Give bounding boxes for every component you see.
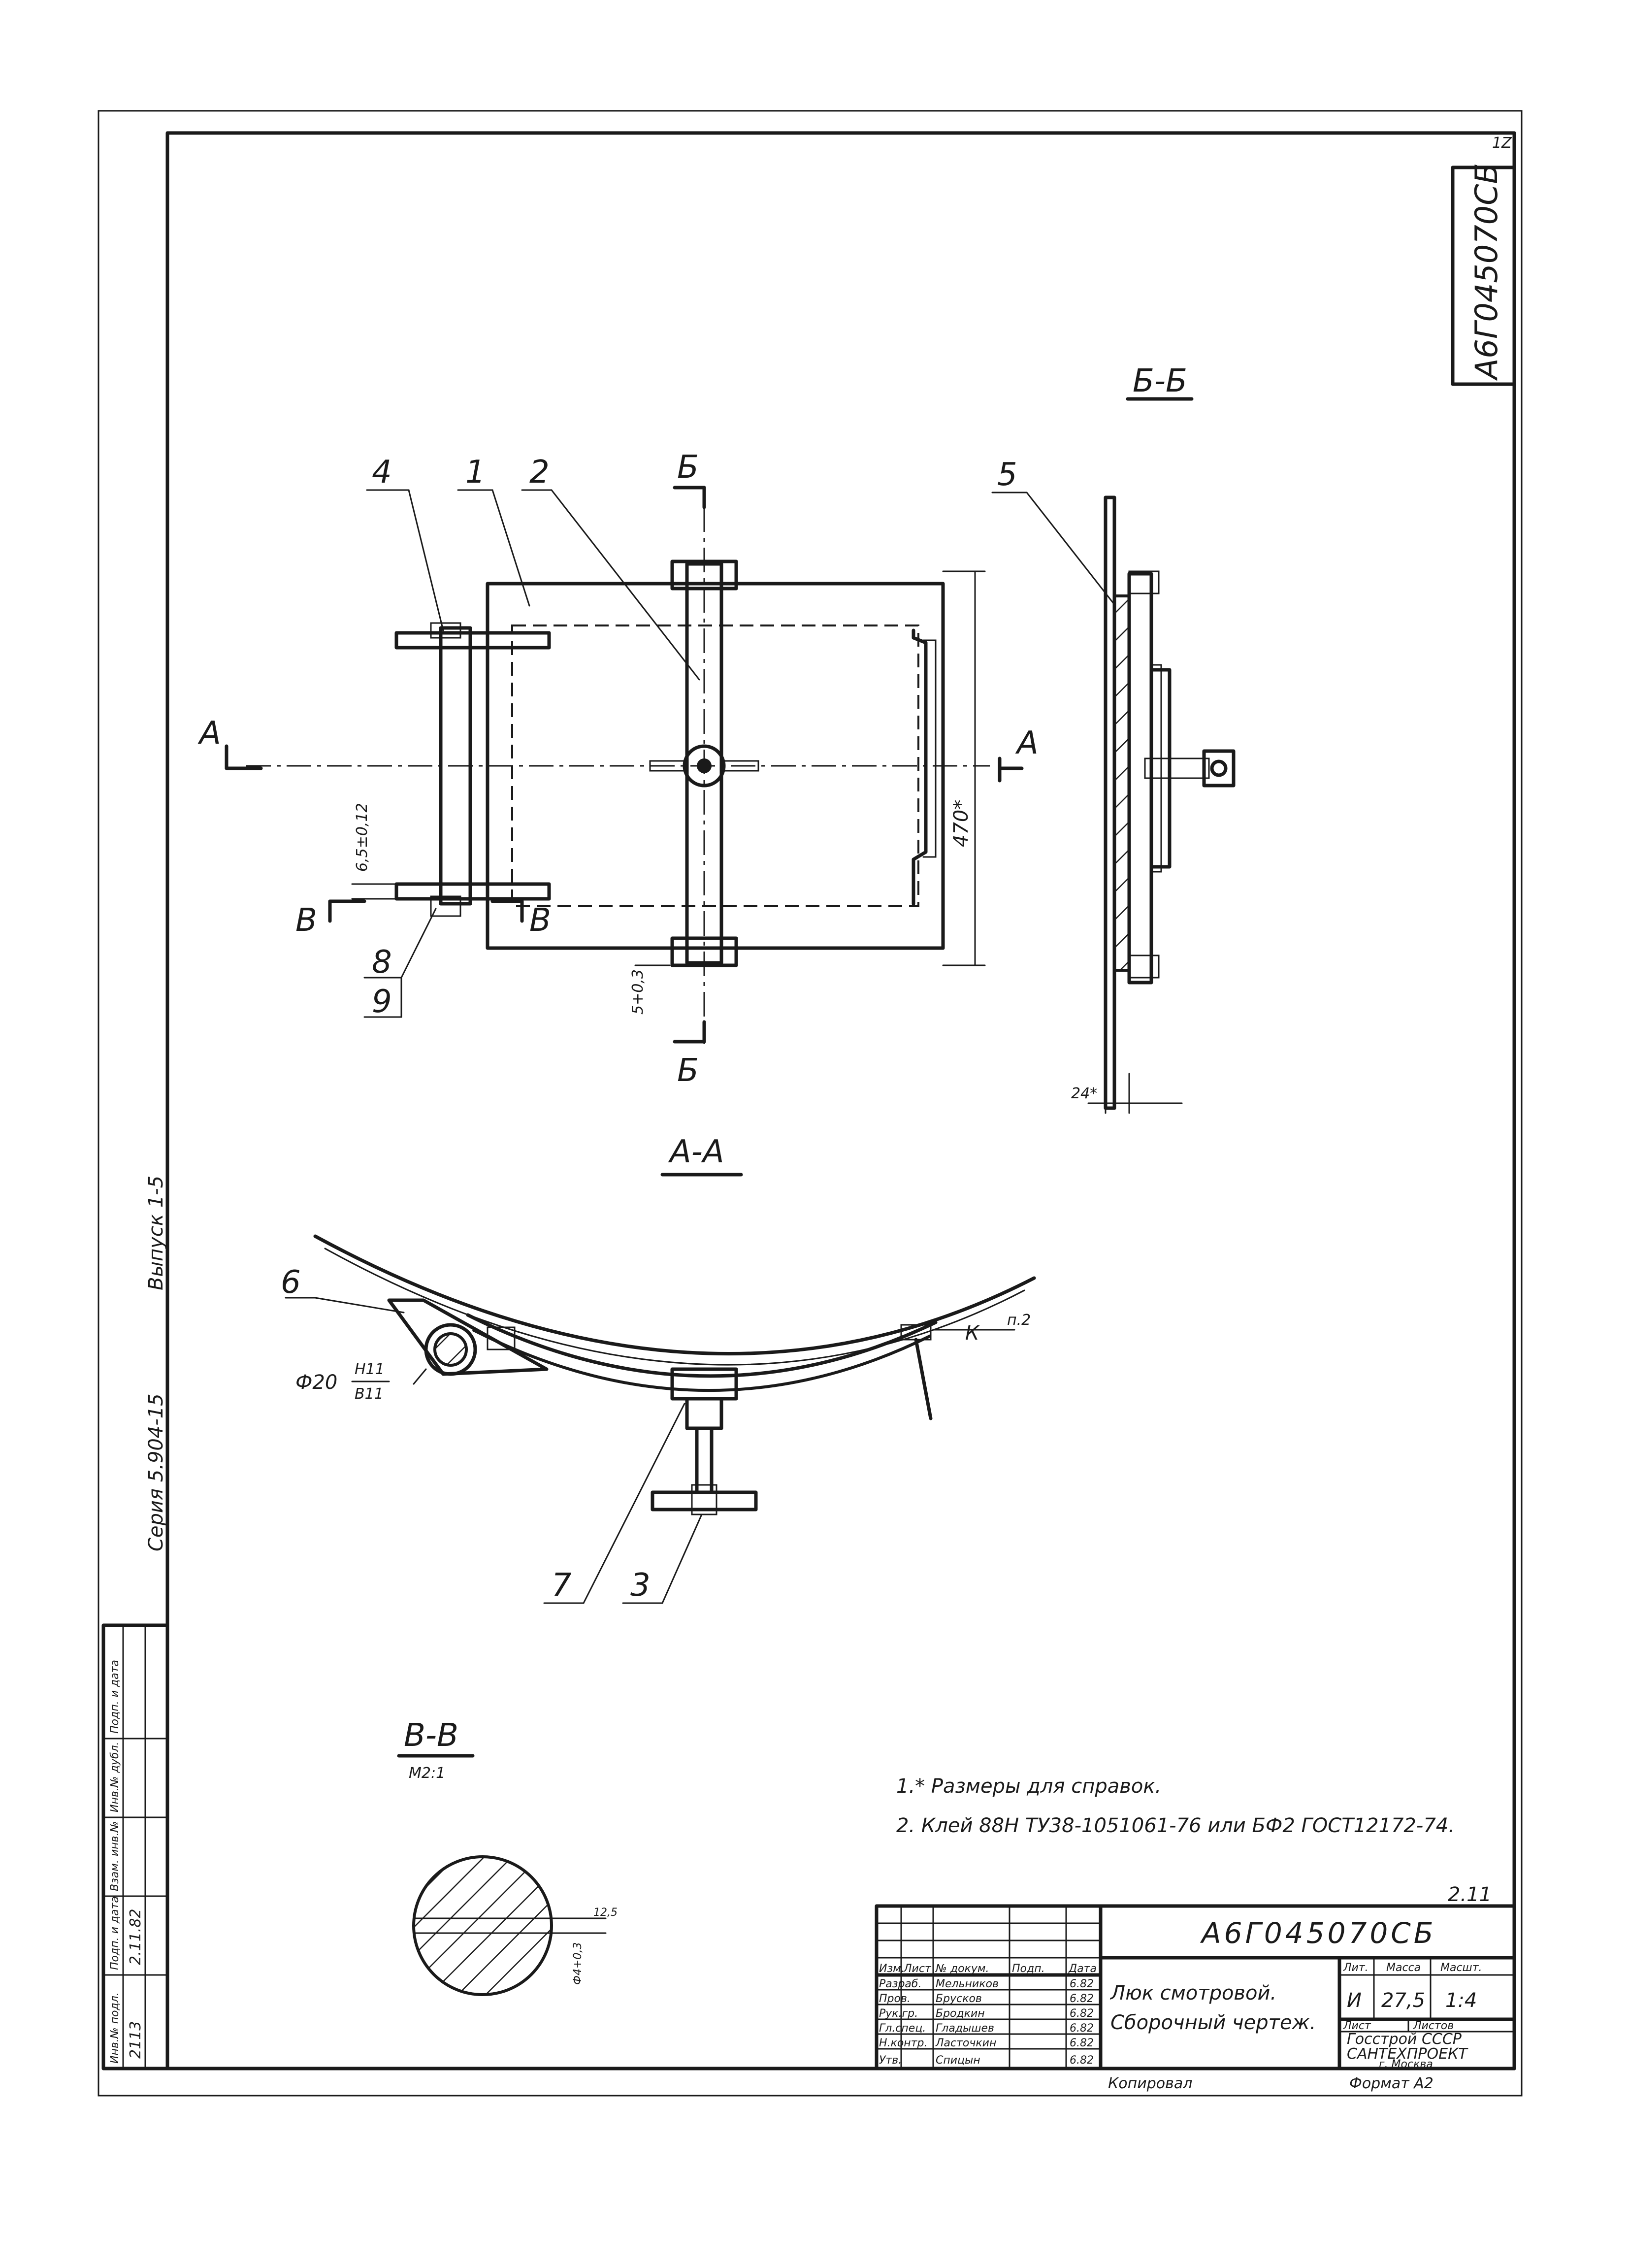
dim-5: 5+0,3 <box>629 969 647 1015</box>
tb-role-3: Рук.гр. <box>879 2007 918 2020</box>
cut-a-left: А <box>197 715 221 752</box>
cut-b-top: Б <box>677 449 699 486</box>
copied-by: Копировал <box>1108 2075 1192 2092</box>
plan-view: 470* 6,5±0,12 5+0,3 Б Б А А В В 4 <box>197 449 1039 1089</box>
tb-date-1: 6.82 <box>1070 1978 1094 1990</box>
left-strip-header-5: Подп. и дата <box>109 1660 121 1734</box>
tb-name-5: Ласточкин <box>935 2037 996 2049</box>
inner-frame <box>165 131 1516 2071</box>
tb-date-3: 6.82 <box>1070 2007 1094 2020</box>
tb-sheets-header: Листов <box>1413 2020 1454 2032</box>
left-strip-header-1: Инв.№ подл. <box>109 1992 121 2064</box>
callout-1: 1 <box>465 454 486 491</box>
tb-date-5: 6.82 <box>1070 2037 1094 2049</box>
dim-fit-den: B11 <box>355 1385 384 1403</box>
tb-sheet-header: Лист <box>1343 2020 1371 2032</box>
dim-24: 24* <box>1071 1085 1097 1102</box>
outer-frame <box>98 110 1523 2097</box>
section-a-a-title: А-А <box>668 1134 724 1170</box>
tb-scale-header: Масшт. <box>1440 1962 1482 1974</box>
tb-header-list: Лист <box>903 1963 932 1975</box>
tb-header-doc: № докум. <box>935 1963 989 1975</box>
left-strip: Серия 5.904-15 Выпуск 1-5 Инв.№ подл. По… <box>101 1176 169 2071</box>
callout-9: 9 <box>372 984 392 1020</box>
callout-5: 5 <box>997 457 1017 493</box>
tb-name-3: Бродкин <box>936 2007 985 2020</box>
dim-fit-num: H11 <box>355 1361 385 1378</box>
dim-fit-phi20: Ф20 <box>295 1371 337 1394</box>
tb-role-4: Гл.спец. <box>879 2022 926 2035</box>
callout-k: К <box>965 1322 980 1345</box>
tb-title-line1: Люк смотровой. <box>1109 1982 1276 2005</box>
callout-8: 8 <box>372 944 392 981</box>
callout-p2: п.2 <box>1007 1312 1031 1329</box>
dim-6-5: 6,5±0,12 <box>354 803 371 872</box>
section-v-v-scale: М2:1 <box>409 1765 445 1782</box>
tb-date-4: 6.82 <box>1070 2022 1094 2035</box>
tb-header-izm: Изм. <box>879 1963 905 1975</box>
left-strip-header-2: Подп. и дата <box>109 1896 121 1970</box>
tb-lit-value: И <box>1347 1989 1362 2012</box>
cut-v-left: В <box>295 902 317 939</box>
tb-role-6: Утв. <box>879 2054 902 2067</box>
cut-b-bottom: Б <box>677 1052 699 1089</box>
tb-mass-header: Масса <box>1386 1962 1421 1974</box>
tb-doc-code: А6Г045070СБ <box>1200 1916 1436 1950</box>
tb-header-sign: Подп. <box>1012 1963 1045 1975</box>
tb-date-2: 6.82 <box>1070 1993 1094 2005</box>
format-label: Формат А2 <box>1349 2075 1434 2092</box>
callout-3: 3 <box>630 1567 651 1604</box>
section-a-a: А-А 6 К п.2 Ф20 H11 B11 <box>281 1134 1036 1604</box>
note-2: 2. Клей 88Н ТУ38-1051061-76 или БФ2 ГОСТ… <box>896 1814 1455 1837</box>
tb-title-line2: Сборочный чертеж. <box>1110 2011 1316 2034</box>
tb-mass-value: 27,5 <box>1381 1989 1425 2012</box>
dim-phi4: Ф4+0,3 <box>572 1942 584 1985</box>
left-strip-series: Серия 5.904-15 <box>145 1393 167 1551</box>
callout-4: 4 <box>372 454 392 491</box>
left-strip-issue: Выпуск 1-5 <box>145 1176 167 1290</box>
cut-a-right: А <box>1015 725 1039 761</box>
dim-470: 470* <box>950 800 973 847</box>
tb-date-6: 6.82 <box>1070 2054 1094 2067</box>
tb-role-1: Разраб. <box>879 1978 921 1990</box>
section-v-v: В-В М2:1 12,5 Ф4+0,3 <box>397 1717 618 1996</box>
tb-header-date: Дата <box>1068 1963 1097 1975</box>
tb-role-5: Н.контр. <box>879 2037 927 2049</box>
left-strip-header-3: Взам. инв.№ <box>109 1821 121 1891</box>
note-1: 1.* Размеры для справок. <box>896 1775 1161 1798</box>
section-v-v-title: В-В <box>404 1717 458 1754</box>
top-doc-code: А6Г045070СБ <box>1468 163 1504 381</box>
tb-name-2: Брусков <box>936 1993 982 2005</box>
callout-6: 6 <box>281 1264 301 1301</box>
tb-role-2: Пров. <box>879 1993 911 2005</box>
section-b-b: Б-Б 24* 5 <box>991 363 1236 1114</box>
page-number: 2.11 <box>1448 1883 1492 1906</box>
section-b-b-title: Б-Б <box>1133 363 1187 399</box>
tb-name-4: Гладышев <box>936 2022 994 2035</box>
callout-2: 2 <box>529 454 550 491</box>
cut-v-right: В <box>529 902 551 939</box>
tb-lit-header: Лит. <box>1343 1962 1368 1974</box>
left-strip-header-4: Инв.№ дубл. <box>109 1742 121 1812</box>
tb-name-6: Спицын <box>936 2054 980 2067</box>
notes: 1.* Размеры для справок. 2. Клей 88Н ТУ3… <box>896 1775 1455 1837</box>
tb-org-line1: Госстрой СССР <box>1347 2031 1462 2048</box>
corner-mark: 1Z <box>1492 134 1512 152</box>
title-block: Изм. Лист № докум. Подп. Дата Разраб. Пр… <box>875 1904 1516 2071</box>
tb-org-line3: г. Москва <box>1379 2058 1433 2071</box>
top-doc-code-box: А6Г045070СБ <box>1451 163 1516 386</box>
tb-name-1: Мельников <box>936 1978 999 1990</box>
callout-7: 7 <box>552 1567 572 1604</box>
dim-12-5: 12,5 <box>593 1906 618 1919</box>
left-strip-value-1: 2113 <box>127 2021 144 2059</box>
left-strip-value-2: 2.11.82 <box>127 1908 144 1965</box>
tb-scale-value: 1:4 <box>1445 1989 1477 2012</box>
tb-org-line2: САНТЕХПРОЕКТ <box>1347 2045 1468 2063</box>
